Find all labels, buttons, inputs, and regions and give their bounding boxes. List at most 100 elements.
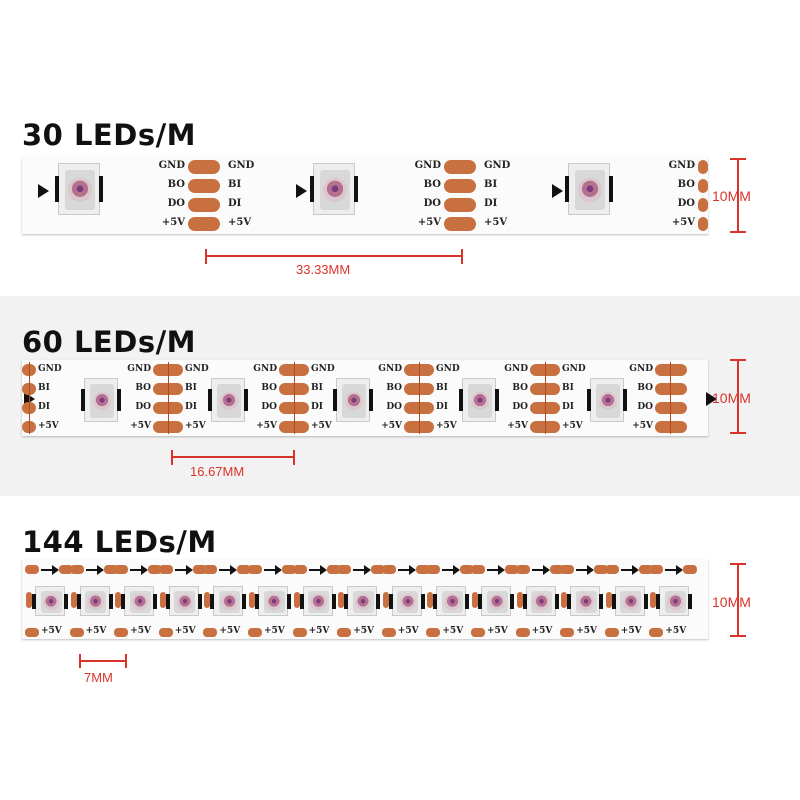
s144-data-arrow: [397, 569, 410, 571]
s144-solder-pad: [69, 628, 84, 637]
width-dim-top-tick: [730, 158, 746, 160]
s60-3-rgb-diode: [470, 391, 490, 411]
s144-12-led-chip: [570, 586, 601, 616]
s144-solder-pad: [515, 628, 530, 637]
s30-pin-label: BO: [167, 179, 185, 190]
s144-9-led-chip: [436, 586, 467, 616]
s144-6-led-leg: [331, 593, 336, 609]
s144-pin-label: +5V: [174, 626, 196, 636]
s30-pin-label: +5V: [671, 217, 695, 228]
s60-pin-label: DO: [261, 402, 277, 412]
s144-solder-pad: [604, 565, 619, 574]
s144-12-led-leg: [599, 593, 604, 609]
s144-13-led-leg: [643, 593, 648, 609]
s144-10-rgb-diode: [488, 593, 506, 611]
s144-11-led-leg: [522, 593, 527, 609]
s144-11-led-chip: [525, 586, 556, 616]
s144-solder-pad: [515, 565, 530, 574]
s144-solder-pad: [159, 592, 166, 608]
s60-1-led-leg: [244, 389, 248, 411]
s60-4-rgb-diode: [598, 391, 618, 411]
s144-1-rgb-diode: [87, 593, 104, 611]
s144-3-rgb-diode: [176, 593, 194, 611]
direction-arrow-icon: [96, 565, 104, 575]
s144-data-arrow: [264, 569, 276, 571]
s144-pin-label: +5V: [665, 626, 687, 636]
s60-pin-label: +5V: [256, 421, 277, 431]
s144-solder-pad: [204, 592, 211, 608]
s60-2-led-leg: [333, 389, 337, 411]
s30-2-led-leg: [609, 176, 613, 202]
s144-solder-pad: [26, 592, 32, 608]
width-label-30: 10MM: [712, 188, 751, 204]
s144-data-arrow: [130, 569, 143, 571]
width-dim-line-60: [737, 361, 739, 432]
s60-pin-label: GND: [562, 364, 586, 374]
s30-pin-label: GND: [414, 160, 441, 171]
s144-pin-label: +5V: [308, 626, 330, 636]
direction-arrow-icon: [364, 565, 372, 575]
s30-0-led-leg: [99, 176, 103, 202]
s144-14-led-leg: [656, 593, 661, 609]
s60-pin-label: DI: [185, 402, 198, 412]
direction-arrow-icon: [706, 392, 717, 406]
s60-cut-line: [294, 362, 295, 434]
direction-arrow-icon: [319, 565, 327, 575]
pitch-dim-left-tick-144: [79, 654, 81, 668]
s30-0-led-chip: [58, 163, 100, 215]
s144-9-led-leg: [433, 593, 438, 609]
s144-solder-pad: [293, 592, 300, 608]
s144-solder-pad: [337, 628, 352, 637]
s60-pin-label: BI: [562, 383, 574, 393]
s144-data-arrow: [531, 569, 544, 571]
s144-pin-label: +5V: [264, 626, 285, 636]
s30-pin-label: DO: [167, 198, 185, 209]
s144-1-led-leg: [76, 593, 81, 609]
s144-solder-pad: [371, 565, 386, 574]
s60-pin-label: DO: [637, 402, 653, 412]
s30-pin-label: DO: [677, 198, 695, 209]
s144-13-rgb-diode: [622, 593, 640, 611]
direction-arrow-icon: [587, 565, 595, 575]
s30-pin-label: +5V: [161, 217, 185, 228]
s144-7-led-leg: [376, 593, 381, 609]
s144-solder-pad: [25, 628, 39, 637]
s144-3-led-leg: [197, 593, 202, 609]
s30-solder-pad: [188, 179, 220, 193]
s144-data-arrow: [487, 569, 499, 571]
s144-11-rgb-diode: [533, 593, 550, 611]
s30-pin-label: BI: [228, 179, 242, 190]
s144-data-arrow: [219, 569, 232, 571]
s60-4-led-leg: [623, 389, 627, 411]
title-60-leds: 60 LEDs/M: [22, 325, 197, 359]
s144-12-led-leg: [567, 593, 572, 609]
s144-data-arrow: [620, 569, 633, 571]
s30-solder-pad: [698, 179, 708, 193]
s144-solder-pad: [505, 565, 519, 574]
s30-pin-label: BI: [484, 179, 498, 190]
pitch-dim-left-tick: [205, 249, 207, 264]
s30-solder-pad: [444, 179, 476, 193]
s60-pin-label: BI: [185, 383, 197, 393]
s30-pin-label: GND: [158, 160, 185, 171]
s144-4-rgb-diode: [221, 593, 238, 611]
s144-solder-pad: [471, 565, 485, 574]
direction-arrow-icon: [498, 565, 505, 575]
s144-12-rgb-diode: [577, 593, 595, 611]
s144-solder-pad: [103, 565, 118, 574]
s144-solder-pad: [338, 592, 345, 608]
s144-solder-pad: [148, 565, 163, 574]
s144-solder-pad: [516, 592, 523, 608]
s60-solder-pad: [655, 402, 687, 414]
s144-5-led-chip: [258, 586, 288, 616]
s144-solder-pad: [560, 628, 575, 637]
s60-pin-label: DI: [38, 402, 51, 412]
s144-10-led-chip: [481, 586, 511, 616]
s144-solder-pad: [115, 592, 122, 608]
s144-2-led-leg: [153, 593, 158, 609]
s144-solder-pad: [683, 565, 698, 574]
s60-0-led-leg: [81, 389, 85, 411]
direction-arrow-icon: [631, 565, 639, 575]
s144-14-rgb-diode: [667, 593, 684, 611]
s60-pin-label: BO: [386, 383, 402, 393]
